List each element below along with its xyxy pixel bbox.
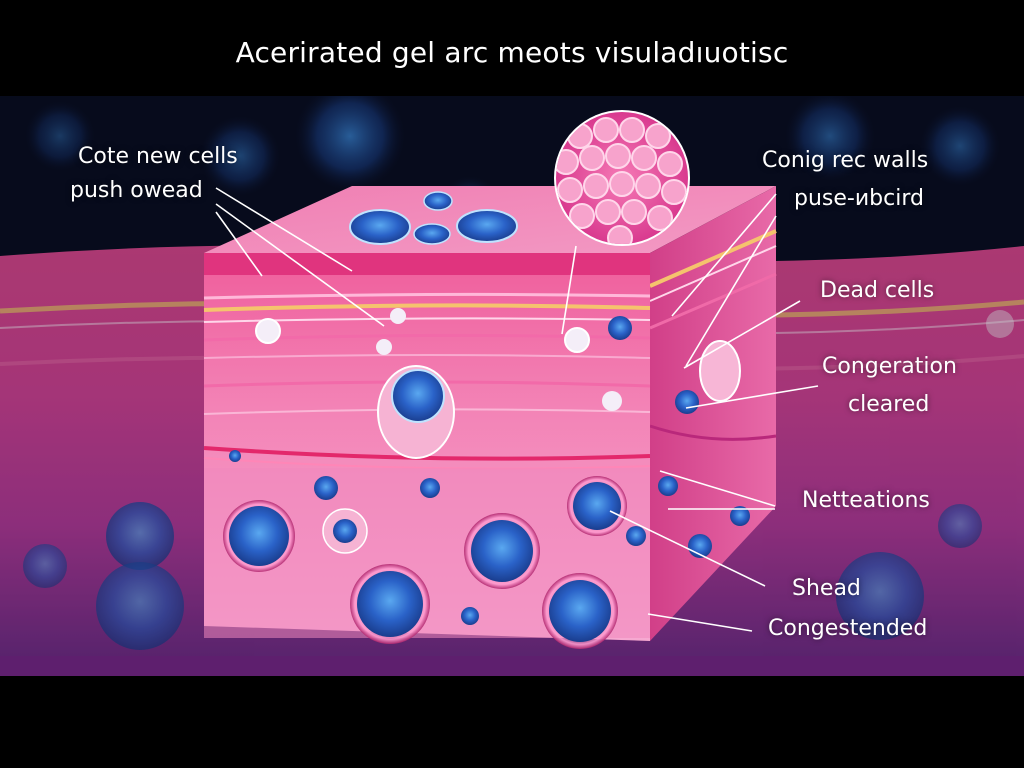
- label-dead-cells: Dead cells: [820, 278, 935, 303]
- label-congestended: Congestended: [768, 616, 928, 641]
- surface-cells: [349, 191, 518, 245]
- deep-cells: [223, 308, 646, 649]
- label-push-owead: push owead: [70, 178, 203, 203]
- label-congeration: Congeration: [822, 354, 957, 379]
- magnified-cells-inset: [554, 110, 690, 246]
- diagram-title: Acerirated gel arc meots visuladıuotisc: [235, 36, 789, 69]
- tissue-illustration: [0, 96, 1024, 676]
- label-cleared: cleared: [848, 392, 930, 417]
- label-cote-new-cells: Cote new cells: [78, 144, 238, 169]
- label-conig-rec-walls: Conig rec walls: [762, 148, 929, 173]
- tissue-block-side: [650, 186, 776, 641]
- label-puse-ubcird: puse-ᴎbcird: [794, 186, 924, 211]
- label-netteations: Netteations: [802, 488, 930, 513]
- label-shead: Shead: [792, 576, 861, 601]
- leader-lines: [215, 187, 819, 632]
